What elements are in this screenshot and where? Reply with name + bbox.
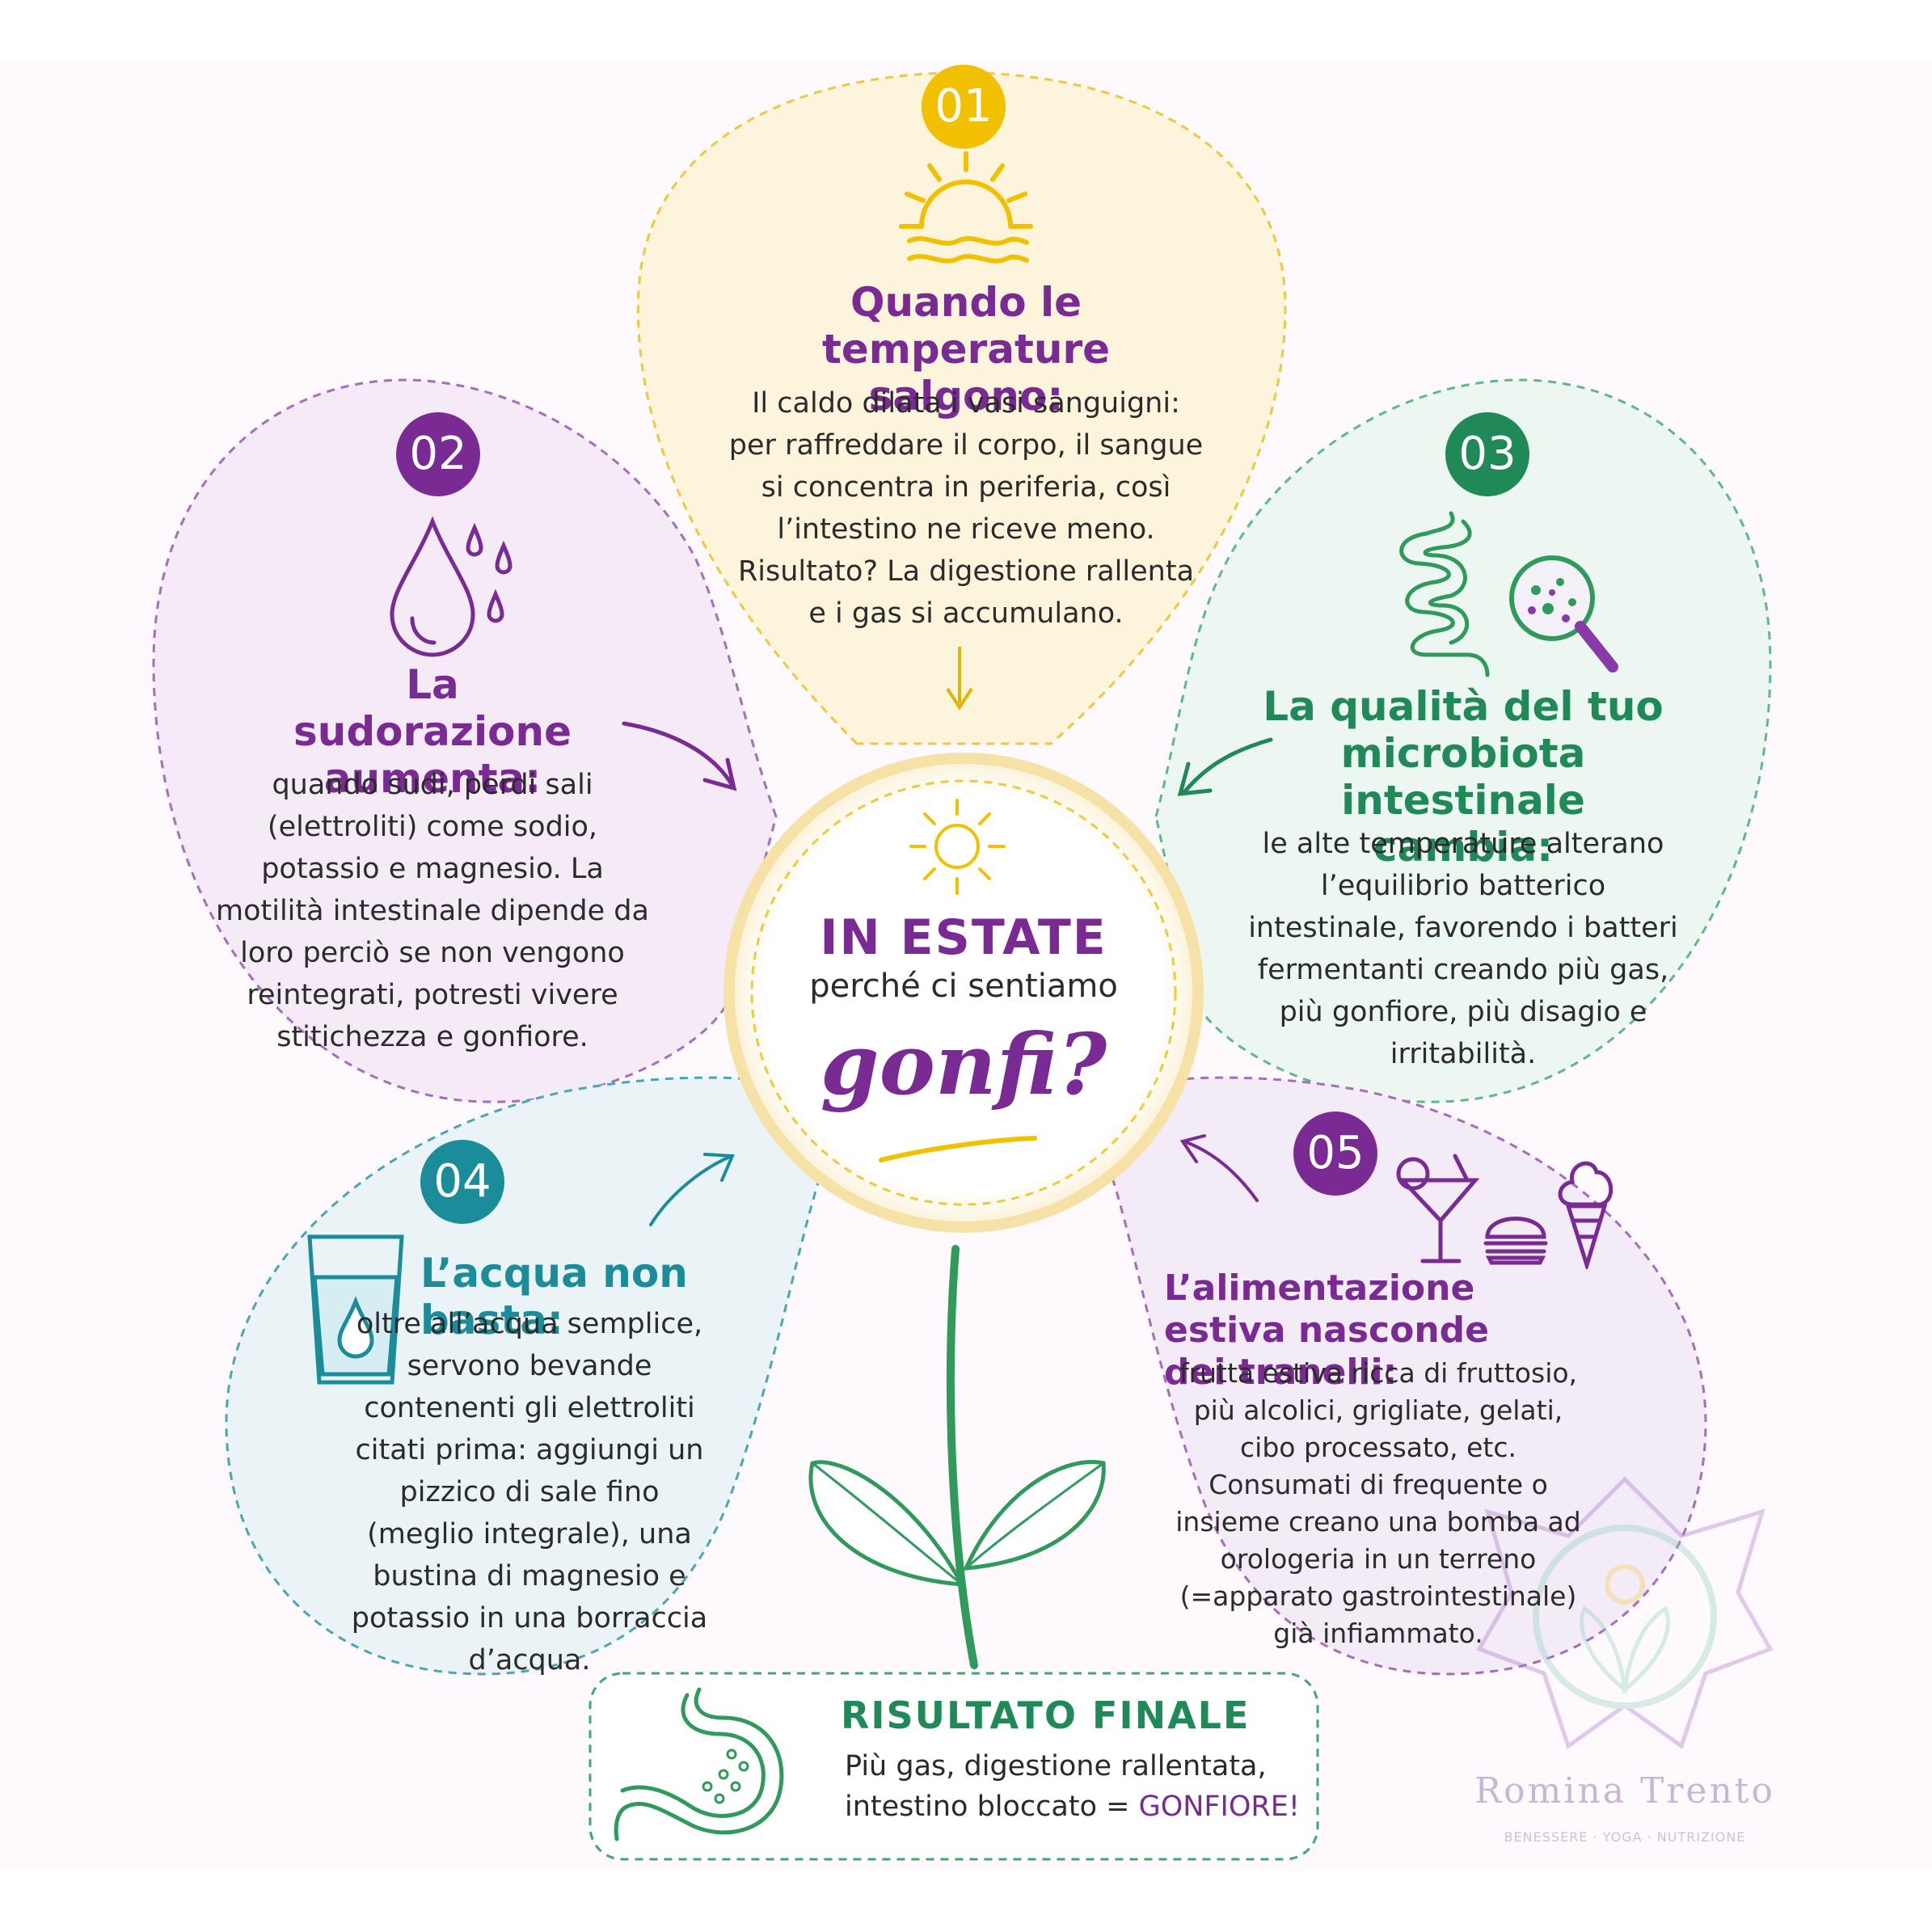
stem bbox=[946, 1245, 978, 1669]
center-sun-icon bbox=[909, 799, 1006, 895]
petal-03-title: La qualità del tuo microbiota intestinal… bbox=[1263, 683, 1664, 871]
badge-04: 04 bbox=[420, 1140, 504, 1224]
center-subheading: perché ci sentiamo bbox=[809, 968, 1118, 1005]
petal-03-body: le alte temperature alterano l’equilibri… bbox=[1248, 828, 1678, 1070]
watermark-logo bbox=[1476, 1476, 1774, 1750]
result-line-2: intestino bloccato = GONFIORE! bbox=[845, 1791, 1314, 1823]
petal-05 bbox=[1106, 1076, 1707, 1676]
petal-04 bbox=[225, 1076, 826, 1676]
petal-02 bbox=[152, 378, 778, 1103]
petal-02-title: La sudorazione aumenta: bbox=[293, 661, 572, 802]
sun-over-waves-icon bbox=[899, 151, 1033, 264]
result-highlight: GONFIORE! bbox=[1138, 1791, 1300, 1823]
petal-05-body: frutta estiva ricca di fruttosio, più al… bbox=[1175, 1357, 1581, 1649]
result-title: RISULTATO FINALE bbox=[841, 1694, 1251, 1737]
badge-05: 05 bbox=[1293, 1112, 1377, 1196]
water-glass-icon bbox=[307, 1234, 404, 1385]
watermark-name: Romina Trento bbox=[1474, 1770, 1775, 1812]
center-circle bbox=[723, 753, 1204, 1233]
arrow-03 bbox=[1177, 737, 1273, 796]
watermark-tagline: BENESSERE · YOGA · NUTRIZIONE bbox=[1504, 1829, 1746, 1845]
intestine-magnifier-icon bbox=[1399, 511, 1618, 677]
arrow-04 bbox=[649, 1153, 735, 1226]
arrow-05 bbox=[1179, 1134, 1259, 1202]
stomach-icon bbox=[614, 1687, 784, 1841]
badge-02: 02 bbox=[396, 412, 480, 496]
petal-03 bbox=[1154, 378, 1772, 1103]
result-line-2-prefix: intestino bloccato = bbox=[845, 1791, 1139, 1823]
petal-04-body: oltre all’acqua semplice, servono bevand… bbox=[351, 1308, 708, 1677]
petal-01-body: Il caldo dilata i vasi sanguigni: per ra… bbox=[728, 387, 1204, 630]
cocktail-burger-icecream-icon bbox=[1396, 1154, 1614, 1269]
petal-02-body: quando sudi, perdi sali (elettroliti) co… bbox=[216, 769, 649, 1053]
arrow-01 bbox=[946, 647, 973, 711]
petal-04-title: L’acqua non basta: bbox=[420, 1250, 688, 1344]
result-line-1: Più gas, digestione rallentata, bbox=[845, 1750, 1267, 1782]
center-heading: IN ESTATE bbox=[820, 909, 1107, 966]
petal-01-title: Quando le temperature salgono: bbox=[821, 279, 1111, 420]
center-script-word: gonfi? bbox=[820, 1015, 1107, 1114]
badge-01: 01 bbox=[922, 65, 1006, 149]
arrow-02 bbox=[622, 721, 737, 791]
water-drops-icon bbox=[390, 516, 513, 657]
petal-05-title: L’alimentazione estiva nasconde dei tran… bbox=[1164, 1268, 1490, 1393]
badge-03: 03 bbox=[1445, 412, 1529, 496]
